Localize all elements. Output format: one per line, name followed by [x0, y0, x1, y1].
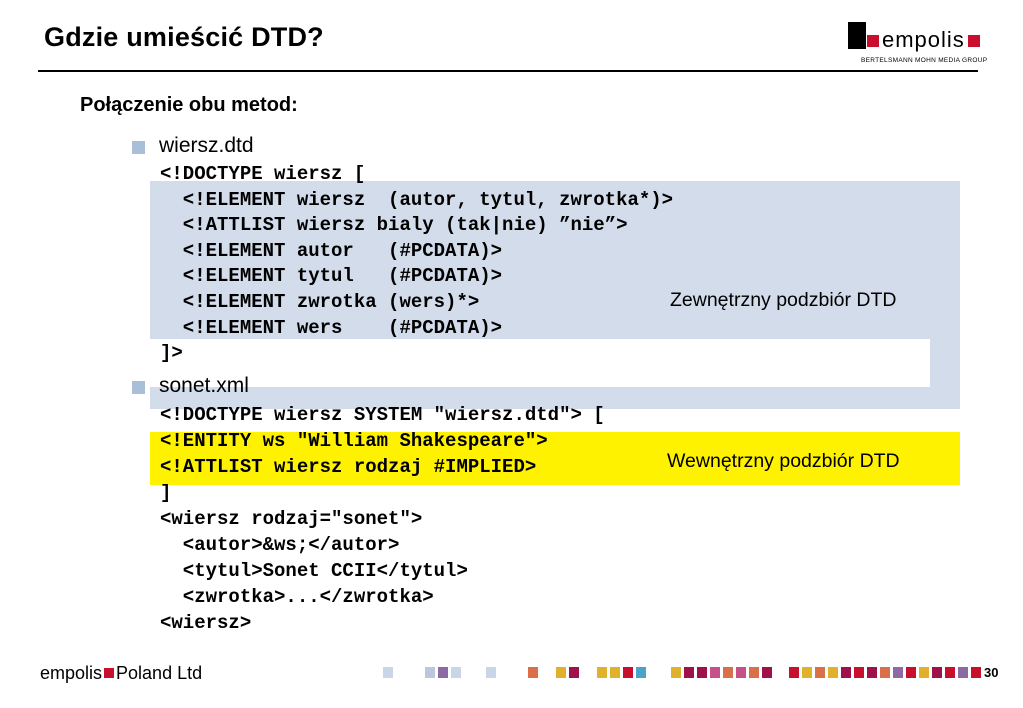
title-divider — [38, 70, 978, 72]
footer-square — [906, 667, 916, 678]
footer-square — [486, 667, 496, 678]
footer-square — [438, 667, 448, 678]
footer-company-suffix: Poland Ltd — [116, 663, 203, 683]
footer-square — [854, 667, 864, 678]
logo-mark-black — [848, 22, 866, 49]
footer-square — [867, 667, 877, 678]
dtd-code-line: <!ELEMENT tytul (#PCDATA)> — [160, 265, 503, 288]
xml-code-line: <wiersz> — [160, 612, 252, 634]
footer-square — [880, 667, 890, 678]
xml-code-line: <!DOCTYPE wiersz SYSTEM "wiersz.dtd"> [ — [160, 404, 605, 426]
footer-square — [697, 667, 707, 678]
dtd-code-line: <!ELEMENT autor (#PCDATA)> — [160, 239, 503, 262]
bullet-square-icon — [132, 381, 145, 394]
footer-square — [971, 667, 981, 678]
footer-square — [789, 667, 799, 678]
logo-mark-red — [867, 35, 879, 47]
footer-company-logo: empolis Poland Ltd — [40, 663, 202, 684]
footer-square — [597, 667, 607, 678]
dtd-code-line: ]> — [160, 342, 183, 365]
footer-square — [749, 667, 759, 678]
footer-square — [762, 667, 772, 678]
footer-square — [932, 667, 942, 678]
footer-square — [919, 667, 929, 678]
footer-square — [723, 667, 733, 678]
bullet-square-icon — [132, 141, 145, 154]
internal-subset-label: Wewnętrzny podzbiór DTD — [667, 450, 900, 472]
xml-code-line: <!ENTITY ws "William Shakespeare"> — [160, 430, 548, 452]
footer-square — [736, 667, 746, 678]
bullet-sonet-xml: sonet.xml — [159, 374, 249, 397]
xml-code-line: <tytul>Sonet CCII</tytul> — [160, 560, 468, 582]
footer-square — [828, 667, 838, 678]
footer-square — [802, 667, 812, 678]
dtd-code-line: <!ELEMENT zwrotka (wers)*> — [160, 291, 480, 313]
footer-square — [528, 667, 538, 678]
empolis-logo: empolis BERTELSMANN MOHN MEDIA GROUP — [848, 22, 987, 68]
footer-square — [425, 667, 435, 678]
xml-code-line: <!ATTLIST wiersz rodzaj #IMPLIED> — [160, 456, 537, 478]
dtd-code-line: <!DOCTYPE wiersz [ — [160, 163, 366, 185]
xml-code-line: <zwrotka>...</zwrotka> — [160, 586, 434, 608]
footer-square — [623, 667, 633, 678]
footer-square — [710, 667, 720, 678]
footer-square — [636, 667, 646, 678]
footer-square — [383, 667, 393, 678]
xml-code-line: <autor>&ws;</autor> — [160, 534, 400, 556]
footer-square — [841, 667, 851, 678]
footer-square — [684, 667, 694, 678]
dtd-code-line: <!ELEMENT wers (#PCDATA)> — [160, 316, 503, 339]
external-subset-highlight-bottom — [150, 387, 930, 409]
bullet-wiersz-dtd: wiersz.dtd — [159, 134, 254, 157]
logo-red-square — [968, 35, 980, 47]
footer-square — [451, 667, 461, 678]
footer-company-word: empolis — [40, 663, 103, 683]
dtd-code-line: <!ATTLIST wiersz bialy (tak|nie) ”nie”> — [160, 214, 628, 237]
internal-subset-highlight — [150, 432, 960, 485]
footer-square — [945, 667, 955, 678]
footer-square — [671, 667, 681, 678]
external-subset-highlight-edge — [930, 339, 960, 409]
slide-title: Gdzie umieścić DTD? — [44, 22, 324, 52]
footer-square — [569, 667, 579, 678]
logo-tagline: BERTELSMANN MOHN MEDIA GROUP — [861, 57, 988, 64]
external-subset-label: Zewnętrzny podzbiór DTD — [670, 289, 897, 311]
dtd-code-line: <!ELEMENT wiersz (autor, tytul, zwrotka*… — [160, 188, 674, 211]
external-subset-highlight — [150, 181, 960, 339]
footer-square — [815, 667, 825, 678]
footer-red-square — [104, 668, 115, 678]
xml-code-line: ] — [160, 482, 172, 504]
page-number: 30 — [984, 665, 999, 680]
xml-code-line: <wiersz rodzaj="sonet"> — [160, 508, 423, 530]
footer-square — [958, 667, 968, 678]
logo-word: empolis — [882, 27, 965, 52]
footer-square — [556, 667, 566, 678]
subtitle: Połączenie obu metod: — [80, 94, 298, 116]
footer-square — [893, 667, 903, 678]
footer-square — [610, 667, 620, 678]
